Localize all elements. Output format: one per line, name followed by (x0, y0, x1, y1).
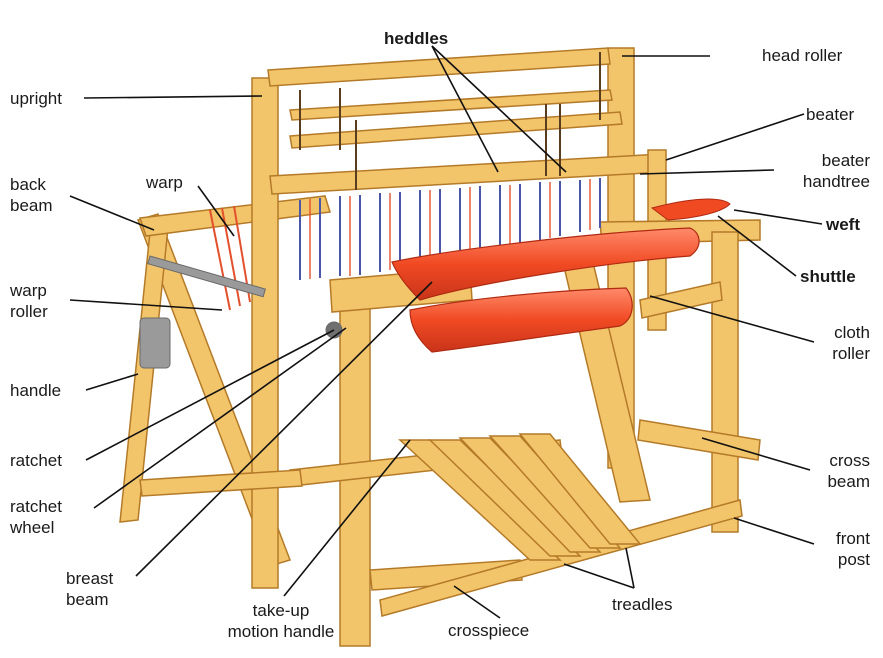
label-cross-beam: cross beam (827, 451, 870, 491)
upright-left (251, 77, 279, 589)
label-shuttle: shuttle (800, 267, 856, 286)
cloth-roller-support (639, 281, 723, 319)
beater-bar (269, 153, 665, 195)
warp-roller-rod (147, 255, 266, 298)
label-weft: weft (826, 215, 860, 234)
label-beater-handtree: beater handtree (802, 151, 870, 191)
label-warp-roller: warp roller (10, 281, 48, 321)
label-beater: beater (806, 105, 855, 124)
label-upright: upright (10, 89, 62, 108)
cross-beam (637, 419, 761, 461)
cloth-roller (409, 287, 633, 353)
label-handle: handle (10, 381, 62, 400)
label-breast-beam: breast beam (66, 569, 114, 609)
shuttle (650, 198, 731, 221)
label-cloth-roller: cloth roller (832, 323, 870, 363)
back-leg-left-brace (119, 227, 169, 523)
label-ratchet-wheel: ratchet wheel (10, 497, 62, 537)
heddles (299, 52, 601, 190)
label-back-beam: back beam (10, 175, 53, 215)
cloth-upper (391, 227, 700, 301)
handle-mechanism (139, 255, 343, 369)
label-head-roller: head roller (762, 46, 843, 65)
label-treadles: treadles (612, 595, 673, 614)
label-ratchet: ratchet (10, 451, 62, 470)
back-lower-rail (139, 469, 303, 497)
head-roller (267, 47, 611, 87)
woven-cloth (391, 198, 731, 353)
label-front-post: front post (835, 529, 870, 569)
leader-lines (69, 45, 823, 619)
heddle-bar-upper (289, 89, 613, 121)
label-heddles: heddles (384, 29, 449, 48)
handle-crank (139, 317, 171, 369)
front-post (711, 231, 739, 533)
label-take-up-motion-handle: take-up motion handle (227, 601, 335, 641)
treadles (398, 433, 642, 561)
label-warp: warp (146, 173, 183, 192)
label-crosspiece: crosspiece (448, 621, 530, 640)
